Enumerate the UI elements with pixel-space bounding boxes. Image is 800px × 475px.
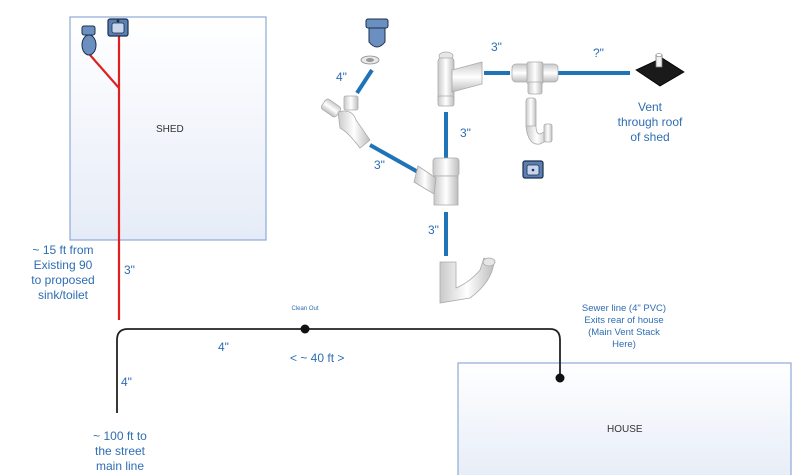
vent-note-line: of shed xyxy=(630,130,670,144)
red-line-note-line: Existing 90 xyxy=(33,258,93,272)
street-note-line: ~ 100 ft to xyxy=(93,429,147,443)
pvc-wye-fitting xyxy=(413,157,460,206)
p-trap-fitting xyxy=(525,97,553,145)
vent-note-line: through roof xyxy=(617,115,683,129)
clean-out-label: Clean Out xyxy=(291,306,319,312)
main-sewer-line xyxy=(116,328,561,413)
red-line-note-line: to proposed xyxy=(31,273,95,287)
main-line-size-top-label: 4" xyxy=(218,340,229,354)
sewer-note-line: Sewer line (4" PVC) xyxy=(581,303,667,314)
pvc-tee-top-fitting xyxy=(437,51,483,107)
sewer-note-line: Exits rear of house xyxy=(584,315,664,326)
street-note: ~ 100 ft to the street main line xyxy=(70,429,170,474)
vertical-upper-size-label: 3" xyxy=(460,126,471,140)
sink-branch-size-label: 3" xyxy=(374,158,385,172)
clean-out-marker xyxy=(300,324,310,334)
house-label: HOUSE xyxy=(607,424,643,435)
main-line-length-label: < ~ 40 ft > xyxy=(290,351,345,365)
pvc-bend-fitting xyxy=(439,257,496,304)
detail-sink-icon xyxy=(522,160,544,179)
street-note-line: the street xyxy=(94,444,146,458)
red-pipe-branch xyxy=(89,54,120,89)
red-line-size-label: 3" xyxy=(124,263,135,277)
street-note-line: main line xyxy=(95,459,145,473)
blue-pipe-segments xyxy=(355,68,630,256)
shed-toilet-icon xyxy=(81,25,97,56)
roof-vent-icon xyxy=(635,53,685,87)
main-line-size-side-label: 4" xyxy=(121,375,132,389)
vertical-lower-size-label: 3" xyxy=(428,223,439,237)
vent-size-label: ?" xyxy=(593,46,604,60)
toilet-branch-size-label: 4" xyxy=(336,70,347,84)
closet-flange-fitting xyxy=(360,55,380,65)
red-line-note-line: sink/toilet xyxy=(37,288,89,302)
shed-sink-icon xyxy=(107,18,129,37)
shed-label: SHED xyxy=(156,124,184,135)
tee-branch-size-label: 3" xyxy=(491,40,502,54)
main-vent-stack-marker xyxy=(555,373,565,383)
house-box xyxy=(457,362,792,475)
vent-note: Vent through roof of shed xyxy=(605,100,695,145)
pvc-elbow-sink-fitting xyxy=(320,95,371,149)
sewer-note: Sewer line (4" PVC) Exits rear of house … xyxy=(565,303,683,351)
red-line-note: ~ 15 ft from Existing 90 to proposed sin… xyxy=(18,243,108,303)
vent-note-line: Vent xyxy=(637,100,663,114)
pvc-tee-right-fitting xyxy=(511,61,559,95)
detail-toilet-icon xyxy=(365,18,389,48)
red-line-note-line: ~ 15 ft from xyxy=(32,243,94,257)
shed-box xyxy=(69,16,267,241)
sewer-note-line: (Main Vent Stack xyxy=(588,327,660,338)
sewer-note-line: Here) xyxy=(612,339,636,350)
